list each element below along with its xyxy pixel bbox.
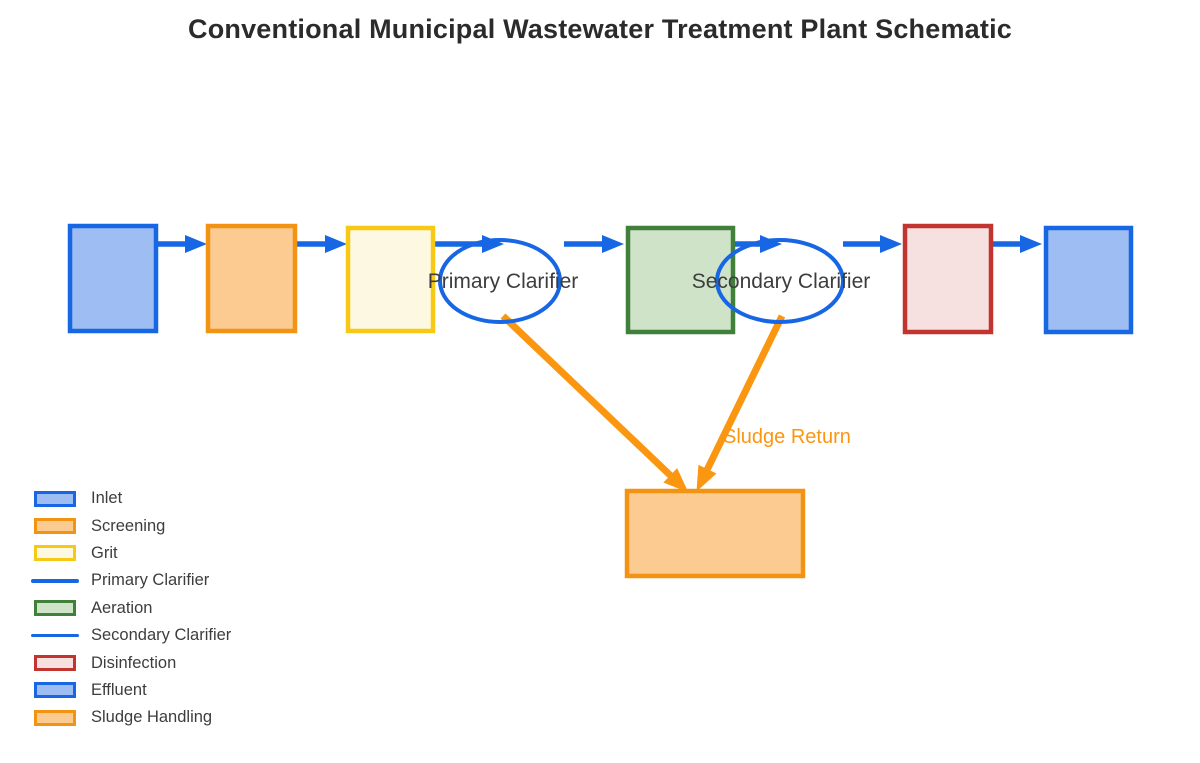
sludge-handling-swatch-icon — [34, 709, 76, 726]
legend-label: Inlet — [91, 489, 123, 508]
secondary-clarifier-label: Secondary Clarifier — [692, 270, 871, 293]
effluent-node — [1043, 225, 1134, 335]
legend-label: Aeration — [91, 598, 153, 617]
arrow-primary-clarifier-to-sludge — [500, 313, 689, 493]
disinfection-node — [902, 223, 994, 335]
inlet-swatch-icon — [34, 490, 76, 507]
legend: Inlet Screening Grit Primary Clarifier A… — [31, 485, 231, 732]
effluent-swatch-icon — [34, 682, 76, 699]
legend-label: Disinfection — [91, 653, 177, 672]
screening-node — [205, 223, 298, 334]
legend-label: Grit — [91, 543, 118, 562]
legend-item-primary-clarifier: Primary Clarifier — [31, 567, 231, 594]
legend-item-screening: Screening — [31, 512, 231, 539]
disinfection-swatch-icon — [34, 655, 76, 672]
arrow-secondary-clarifier-to-sludge — [696, 314, 786, 492]
sludge-return-label: Sludge Return — [723, 426, 851, 448]
legend-item-sludge-handling: Sludge Handling — [31, 704, 231, 731]
sludge-handling-node — [624, 488, 806, 579]
legend-label: Effluent — [91, 680, 147, 699]
legend-item-disinfection: Disinfection — [31, 649, 231, 676]
legend-label: Sludge Handling — [91, 708, 213, 727]
screening-swatch-icon — [34, 518, 76, 535]
legend-label: Primary Clarifier — [91, 571, 210, 590]
primary-clarifier-label: Primary Clarifier — [428, 270, 579, 293]
page-title: Conventional Municipal Wastewater Treatm… — [188, 14, 1012, 44]
secondary-clarifier-swatch-icon — [31, 633, 79, 638]
grit-swatch-icon — [34, 545, 76, 562]
legend-label: Screening — [91, 516, 166, 535]
legend-item-effluent: Effluent — [31, 677, 231, 704]
legend-item-grit: Grit — [31, 540, 231, 567]
primary-clarifier-swatch-icon — [31, 579, 79, 583]
grit-node — [345, 225, 436, 334]
aeration-swatch-icon — [34, 600, 76, 617]
secondary-clarifier-node — [715, 238, 845, 324]
legend-item-aeration: Aeration — [31, 595, 231, 622]
inlet-node — [67, 223, 159, 334]
legend-label: Secondary Clarifier — [91, 626, 232, 645]
legend-item-inlet: Inlet — [31, 485, 231, 512]
sludge-return-arrows — [500, 313, 786, 493]
primary-clarifier-node — [438, 238, 562, 324]
legend-item-secondary-clarifier: Secondary Clarifier — [31, 622, 231, 649]
